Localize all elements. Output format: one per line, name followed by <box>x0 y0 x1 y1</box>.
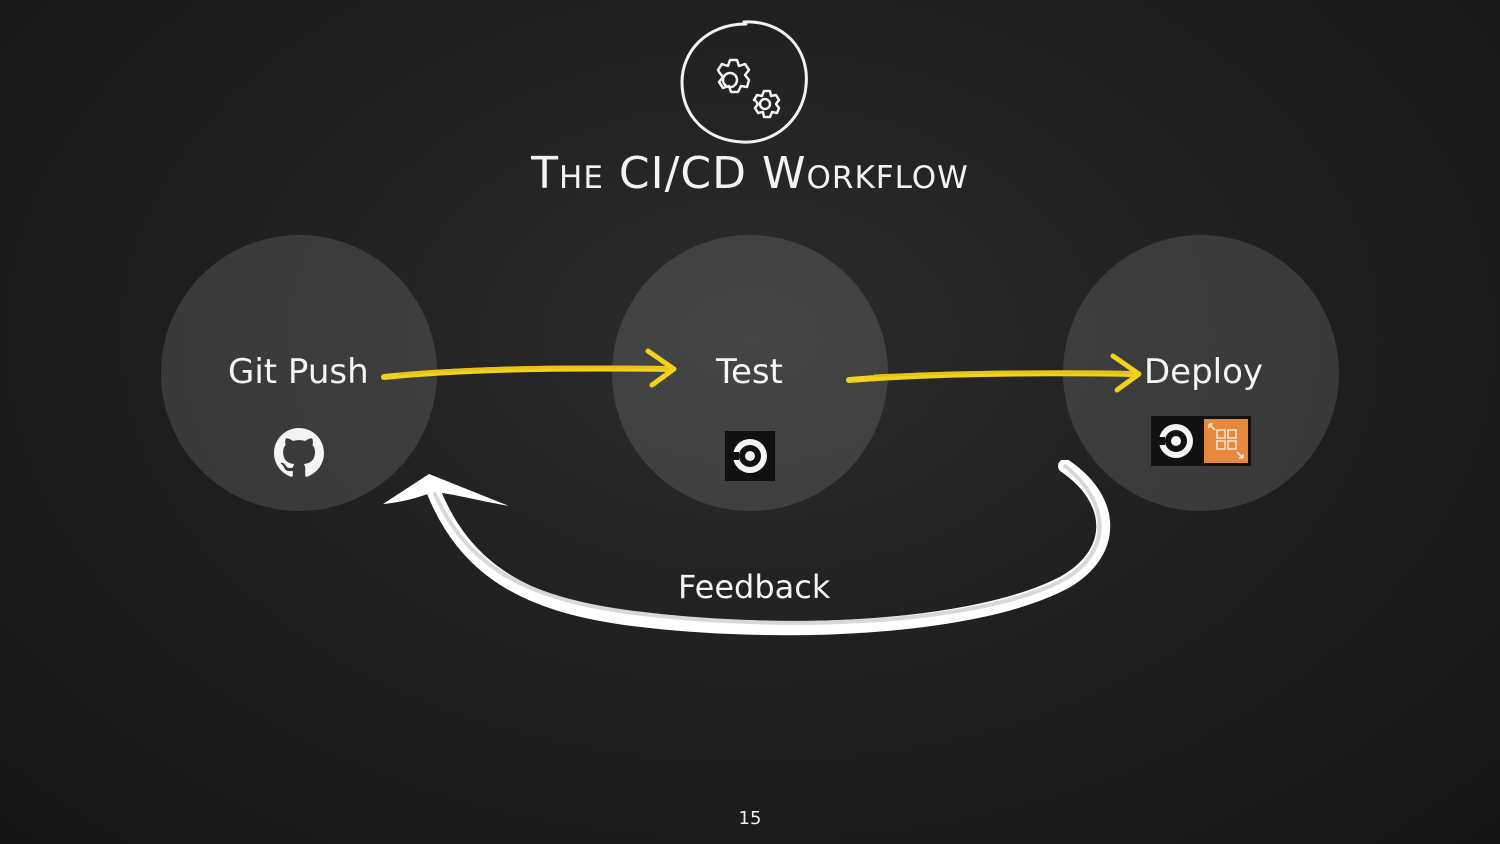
circleci-icon <box>1151 416 1201 466</box>
step-label-test: Test <box>716 352 783 392</box>
step-label-deploy: Deploy <box>1144 352 1264 392</box>
feedback-label: Feedback <box>678 568 831 606</box>
circleci-icon <box>725 431 775 481</box>
arrow-git-push-to-test <box>381 348 677 388</box>
gears-icon <box>680 20 808 144</box>
step-label-git-push: Git Push <box>228 352 369 392</box>
feedback-arrow <box>383 460 1111 636</box>
step-circle-git-push <box>161 235 437 511</box>
arrow-test-to-deploy <box>846 353 1142 393</box>
slide-title: The CI/CD Workflow <box>531 148 969 199</box>
github-icon <box>274 428 324 477</box>
aws-codedeploy-icon <box>1201 416 1251 466</box>
page-number: 15 <box>738 808 762 829</box>
